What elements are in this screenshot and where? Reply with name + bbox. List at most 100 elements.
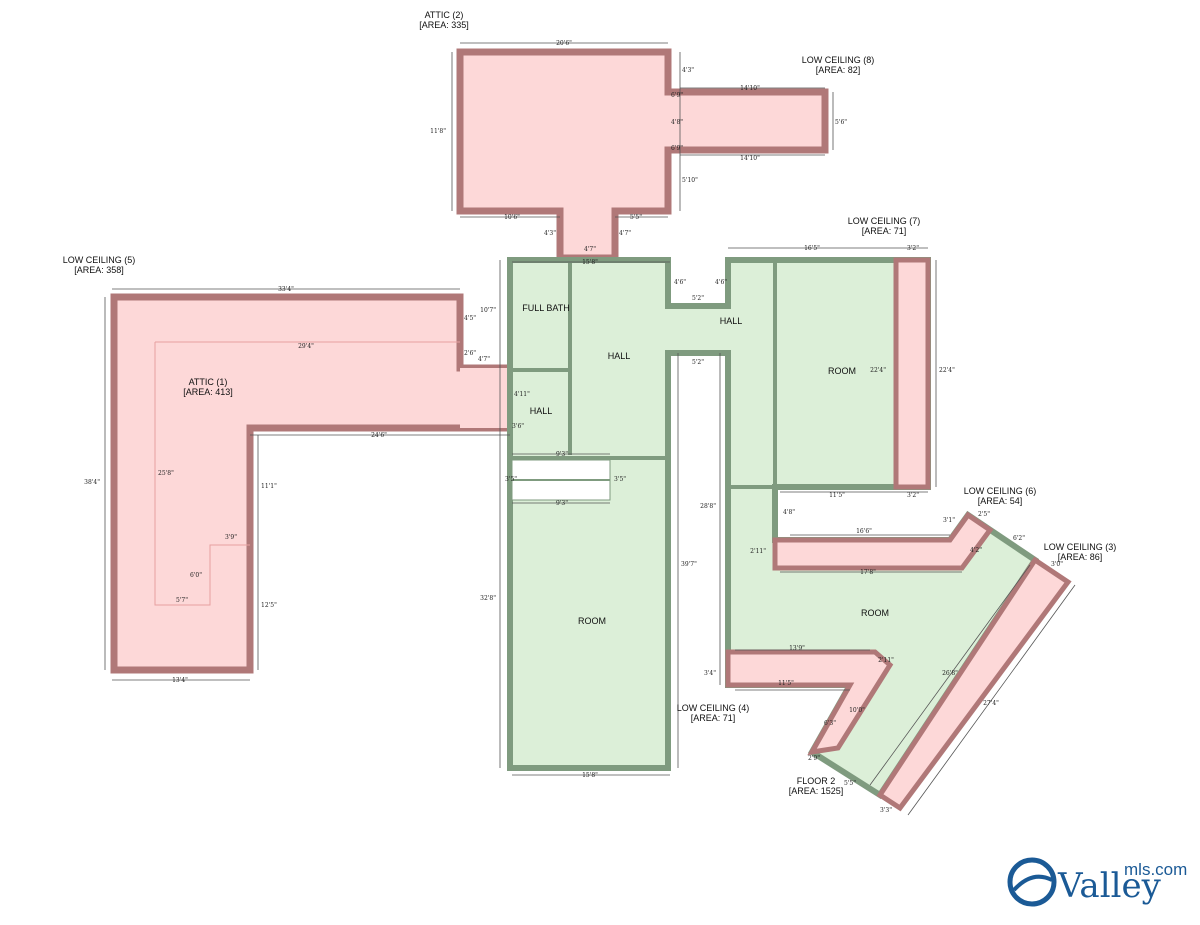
low-ceiling-8-title: LOW CEILING (8) (802, 55, 875, 65)
dim-label: 11'5" (778, 680, 794, 687)
dim-label: 6'9" (671, 92, 683, 99)
attic-1-area: [AREA: 413] (183, 387, 233, 397)
dim-label: 4'5" (464, 315, 476, 322)
dim-label: 3'5" (505, 476, 517, 483)
dim-label: 6'9" (671, 145, 683, 152)
dim-label: 3'1" (943, 517, 955, 524)
dim-label: 11'1" (261, 483, 277, 490)
low-ceiling-5-area: [AREA: 358] (74, 265, 124, 275)
dim-label: 10'6" (504, 214, 520, 221)
room-label-room-angled: ROOM (861, 608, 889, 618)
dim-label: 3'4" (704, 670, 716, 677)
dim-label: 5'2" (692, 295, 704, 302)
dim-label: 2'5" (978, 511, 990, 518)
dim-label: 3'6" (512, 423, 524, 430)
low-ceiling-3-area: [AREA: 86] (1058, 552, 1103, 562)
dim-label: 25'8" (158, 470, 174, 477)
dim-label: 9'3" (556, 500, 568, 507)
dim-label: 17'8" (860, 569, 876, 576)
dim-label: 39'7" (681, 561, 697, 568)
dim-label: 3'3" (880, 807, 892, 814)
attic-1-title: ATTIC (1) (189, 377, 228, 387)
dim-label: 2'6" (464, 350, 476, 357)
dim-label: 15'8" (582, 259, 598, 266)
dim-label: 13'4" (172, 677, 188, 684)
dim-label: 11'8" (430, 128, 446, 135)
attic-2-title: ATTIC (2) (425, 10, 464, 20)
dim-label: 5'2" (692, 359, 704, 366)
low-ceiling-6-area: [AREA: 54] (978, 496, 1023, 506)
dim-label: 2'9" (808, 755, 820, 762)
room-label-hall-upper: HALL (720, 316, 743, 326)
dim-label: 22'4" (939, 367, 955, 374)
room-label-hall-small: HALL (530, 406, 553, 416)
dim-label: 4'3" (682, 67, 694, 74)
dim-label: 4'11" (514, 391, 530, 398)
dim-label: 6'3" (824, 720, 836, 727)
logo-suffix-text: mls.com (1124, 860, 1187, 879)
logo-swoosh-icon (1007, 857, 1057, 907)
dim-label: 5'10" (682, 177, 698, 184)
low-ceiling-7-area: [AREA: 71] (862, 226, 907, 236)
dim-label: 9'3" (556, 451, 568, 458)
dim-label: 5'6" (835, 119, 847, 126)
dim-label: 10'0" (849, 707, 865, 714)
dim-label: 29'4" (298, 343, 314, 350)
dim-label: 4'8" (783, 509, 795, 516)
floor-2-region (507, 257, 1072, 812)
dim-label: 4'7" (478, 356, 490, 363)
low-ceiling-4-title: LOW CEILING (4) (677, 703, 750, 713)
room-label-hall-main: HALL (608, 351, 631, 361)
dim-label: 14'10" (740, 85, 760, 92)
low-ceiling-7-title: LOW CEILING (7) (848, 216, 921, 226)
dim-label: 33'4" (278, 286, 294, 293)
dimension-lines (104, 42, 1076, 816)
dim-label: 6'2" (1013, 535, 1025, 542)
dim-label: 2'11" (878, 657, 894, 664)
dim-label: 28'8" (700, 503, 716, 510)
floor-2-title: FLOOR 2 (797, 776, 836, 786)
dim-label: 3'0" (1051, 561, 1063, 568)
dim-label: 38'4" (84, 479, 100, 486)
dim-label: 2'11" (750, 548, 766, 555)
dim-label: 10'7" (480, 307, 496, 314)
attic-2-region (456, 48, 829, 262)
dim-label: 5'5" (844, 780, 856, 787)
dim-label: 11'5" (829, 492, 845, 499)
attic-2-area: [AREA: 335] (419, 20, 469, 30)
dim-label: 3'2" (907, 245, 919, 252)
floor-2-area: [AREA: 1525] (789, 786, 844, 796)
logo-brand-text: Valley (1057, 866, 1162, 906)
room-label-room-right: ROOM (828, 366, 856, 376)
dim-label: 4'7" (584, 246, 596, 253)
room-label-full-bath: FULL BATH (522, 303, 570, 313)
low-ceiling-5-title: LOW CEILING (5) (63, 255, 136, 265)
dim-label: 27'4" (983, 700, 999, 707)
dim-label: 14'10" (740, 155, 760, 162)
dim-label: 16'5" (804, 245, 820, 252)
low-ceiling-8-area: [AREA: 82] (816, 65, 861, 75)
dim-label: 15'8" (582, 772, 598, 779)
staircase (511, 459, 611, 501)
dim-label: 22'4" (870, 367, 886, 374)
dim-label: 24'6" (371, 432, 387, 439)
dim-label: 5'5" (630, 214, 642, 221)
low-ceiling-3-title: LOW CEILING (3) (1044, 542, 1117, 552)
valley-mls-logo: Valley mls.com (1007, 857, 1187, 907)
dim-label: 12'5" (261, 602, 277, 609)
attic-1-region (110, 293, 514, 674)
dim-label: 26'8" (942, 670, 958, 677)
dim-label: 4'6" (674, 279, 686, 286)
dim-label: 5'7" (176, 597, 188, 604)
dim-label: 4'2" (970, 547, 982, 554)
dim-label: 3'5" (614, 476, 626, 483)
dim-label: 4'7" (619, 230, 631, 237)
dim-label: 16'6" (856, 528, 872, 535)
dim-label: 4'6" (715, 279, 727, 286)
dim-label: 3'2" (907, 492, 919, 499)
dimension-labels: 20'6" 4'3" 14'10" 5'6" 14'10" 11'8" 6'9"… (84, 40, 1063, 814)
room-label-room-bottom: ROOM (578, 616, 606, 626)
dim-label: 20'6" (556, 40, 572, 47)
dim-label: 4'3" (544, 230, 556, 237)
